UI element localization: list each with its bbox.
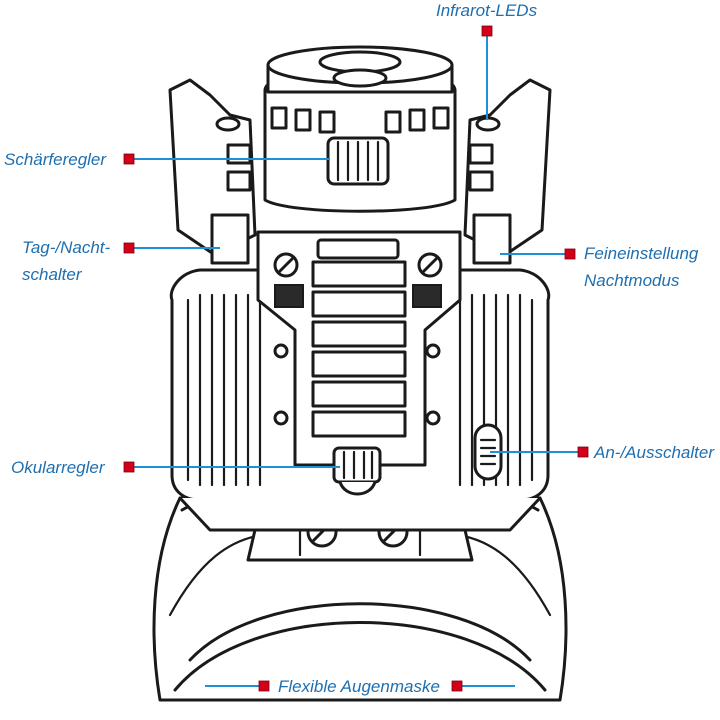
focus-turret — [263, 45, 457, 213]
marker-infrared-leds — [481, 25, 493, 37]
night-vision-device-illustration — [152, 45, 568, 702]
marker-eye-mask-right — [451, 680, 463, 692]
label-day-night-switch-line2: schalter — [22, 265, 83, 284]
marker-eye-mask-left — [258, 680, 270, 692]
side-brackets — [168, 78, 552, 265]
label-eyepiece-control: Okularregler — [11, 458, 106, 477]
eye-mask — [152, 496, 568, 702]
left-led — [215, 116, 241, 132]
label-night-mode-fine-tuning-line2: Nachtmodus — [584, 271, 680, 290]
eyepiece-knob — [332, 446, 382, 496]
label-infrared-leds: Infrarot-LEDs — [436, 1, 538, 20]
marker-focus-control — [123, 153, 135, 165]
label-markers — [123, 25, 589, 692]
marker-eyepiece-control — [123, 461, 135, 473]
center-panel-ribs — [311, 260, 407, 438]
label-night-mode-fine-tuning-line1: Feineinstellung — [584, 244, 699, 263]
day-night-switch-block — [210, 213, 250, 265]
label-day-night-switch-line1: Tag-/Nacht- — [22, 238, 111, 257]
callout-labels: Infrarot-LEDs Schärferegler Tag-/Nacht- … — [4, 1, 715, 696]
turret-window-row — [270, 106, 450, 134]
center-panel — [256, 230, 462, 467]
leader-lines — [129, 31, 580, 687]
label-focus-control: Schärferegler — [4, 150, 107, 169]
marker-night-mode-fine-tuning — [564, 248, 576, 260]
label-power-switch: An-/Ausschalter — [593, 443, 715, 462]
fine-tuning-block — [472, 213, 512, 265]
marker-day-night-switch — [123, 242, 135, 254]
label-flexible-eye-mask: Flexible Augenmaske — [278, 677, 440, 696]
marker-power-switch — [577, 446, 589, 458]
left-grip-ribs — [186, 293, 262, 487]
